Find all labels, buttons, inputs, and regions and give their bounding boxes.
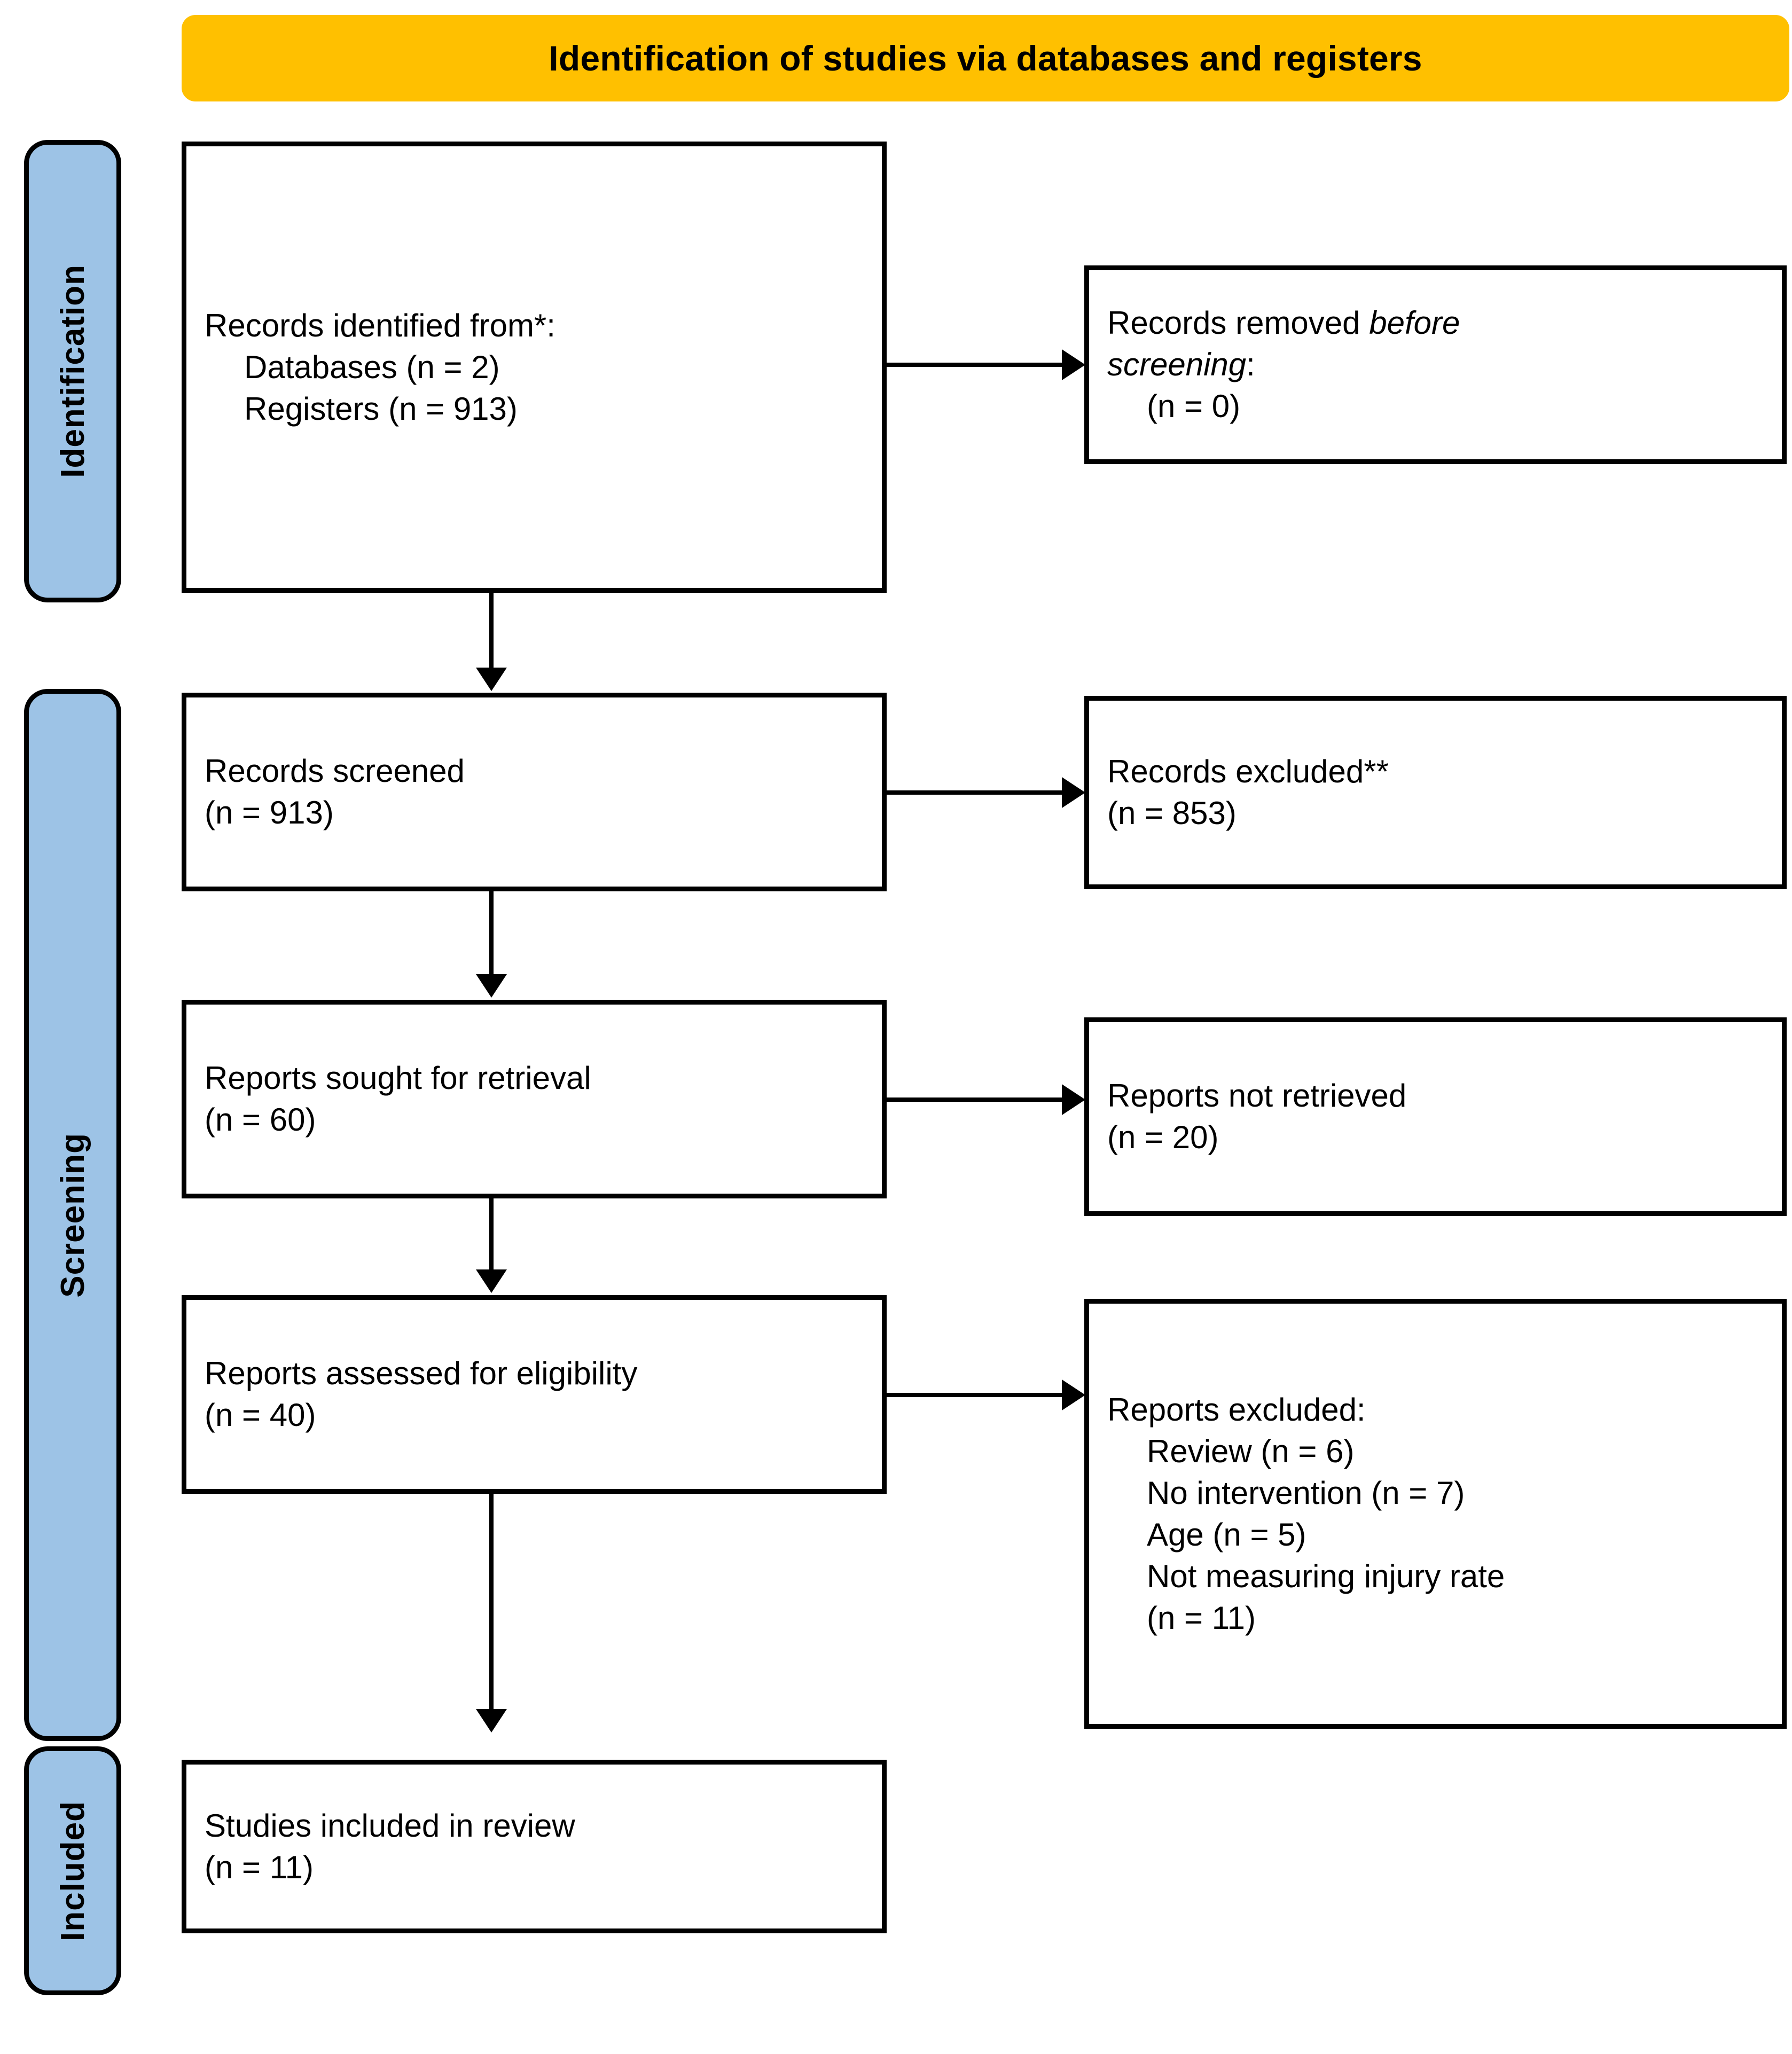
records-identified-line-2: Databases (n = 2) bbox=[244, 349, 500, 385]
reports-excluded-line-1: Reports excluded: bbox=[1107, 1391, 1366, 1428]
box-records-screened: Records screened (n = 913) bbox=[182, 693, 887, 891]
reports-sought-line-1: Reports sought for retrieval bbox=[205, 1060, 591, 1096]
records-screened-line-1: Records screened bbox=[205, 753, 465, 789]
studies-included-line-2: (n = 11) bbox=[205, 1849, 314, 1885]
connector-screened-to-excluded bbox=[887, 790, 1063, 795]
phase-label-included: Included bbox=[24, 1746, 121, 1995]
connector-sought-to-assessed bbox=[489, 1198, 494, 1283]
arrowhead-identified-to-screened bbox=[476, 668, 507, 691]
box-reports-excluded: Reports excluded: Review (n = 6) No inte… bbox=[1084, 1299, 1787, 1729]
box-records-identified: Records identified from*: Databases (n =… bbox=[182, 142, 887, 593]
stage-banner-title: Identification of studies via databases … bbox=[549, 38, 1422, 78]
arrowhead-assessed-to-included bbox=[476, 1709, 507, 1732]
records-removed-line-2: screening: bbox=[1107, 344, 1764, 386]
box-reports-assessed: Reports assessed for eligibility (n = 40… bbox=[182, 1295, 887, 1494]
arrowhead-screened-to-sought bbox=[476, 974, 507, 998]
box-records-removed: Records removed before screening: (n = 0… bbox=[1084, 265, 1787, 464]
phase-label-screening: Screening bbox=[24, 689, 121, 1741]
records-removed-line-2-italic: screening bbox=[1107, 347, 1247, 382]
records-removed-line-2-plain: : bbox=[1246, 347, 1255, 382]
stage-banner-identification: Identification of studies via databases … bbox=[182, 15, 1789, 101]
connector-identified-to-screened bbox=[489, 593, 494, 670]
box-reports-sought: Reports sought for retrieval (n = 60) bbox=[182, 1000, 887, 1198]
reports-not-retrieved-line-2: (n = 20) bbox=[1107, 1119, 1219, 1155]
arrowhead-assessed-to-reports-excluded bbox=[1062, 1379, 1085, 1410]
records-removed-line-1: Records removed before bbox=[1107, 302, 1764, 344]
records-removed-line-1-italic: before bbox=[1369, 305, 1460, 341]
arrowhead-screened-to-excluded bbox=[1062, 777, 1085, 808]
connector-screened-to-sought bbox=[489, 891, 494, 977]
records-identified-line-3: Registers (n = 913) bbox=[244, 390, 518, 427]
reports-assessed-line-2: (n = 40) bbox=[205, 1397, 316, 1433]
reports-excluded-line-2: Review (n = 6) bbox=[1147, 1433, 1355, 1469]
box-reports-not-retrieved: Reports not retrieved (n = 20) bbox=[1084, 1017, 1787, 1216]
reports-excluded-line-4: Age (n = 5) bbox=[1147, 1516, 1306, 1553]
reports-excluded-line-3: No intervention (n = 7) bbox=[1147, 1475, 1465, 1511]
records-excluded-line-2: (n = 853) bbox=[1107, 795, 1237, 831]
phase-label-identification: Identification bbox=[24, 140, 121, 602]
arrowhead-sought-to-not-retrieved bbox=[1062, 1084, 1085, 1115]
studies-included-line-1: Studies included in review bbox=[205, 1807, 575, 1844]
reports-assessed-line-1: Reports assessed for eligibility bbox=[205, 1355, 638, 1391]
records-screened-line-2: (n = 913) bbox=[205, 795, 334, 830]
records-identified-line-1: Records identified from*: bbox=[205, 307, 555, 343]
connector-sought-to-not-retrieved bbox=[887, 1097, 1063, 1102]
phase-label-included-text: Included bbox=[54, 1800, 91, 1941]
connector-assessed-to-reports-excluded bbox=[887, 1393, 1063, 1397]
reports-not-retrieved-line-1: Reports not retrieved bbox=[1107, 1078, 1407, 1114]
connector-identified-to-removed bbox=[887, 363, 1063, 367]
reports-excluded-line-6: (n = 11) bbox=[1147, 1600, 1256, 1636]
records-removed-line-1-plain: Records removed bbox=[1107, 305, 1370, 341]
connector-assessed-to-included bbox=[489, 1494, 494, 1713]
arrowhead-sought-to-assessed bbox=[476, 1269, 507, 1293]
arrowhead-identified-to-removed bbox=[1062, 349, 1085, 380]
reports-excluded-line-5: Not measuring injury rate bbox=[1147, 1558, 1505, 1594]
phase-label-identification-text: Identification bbox=[54, 264, 91, 478]
records-removed-line-3: (n = 0) bbox=[1147, 388, 1241, 424]
box-records-excluded: Records excluded** (n = 853) bbox=[1084, 696, 1787, 889]
records-excluded-line-1: Records excluded** bbox=[1107, 754, 1389, 789]
reports-sought-line-2: (n = 60) bbox=[205, 1102, 316, 1138]
phase-label-screening-text: Screening bbox=[54, 1132, 91, 1298]
box-studies-included: Studies included in review (n = 11) bbox=[182, 1760, 887, 1933]
